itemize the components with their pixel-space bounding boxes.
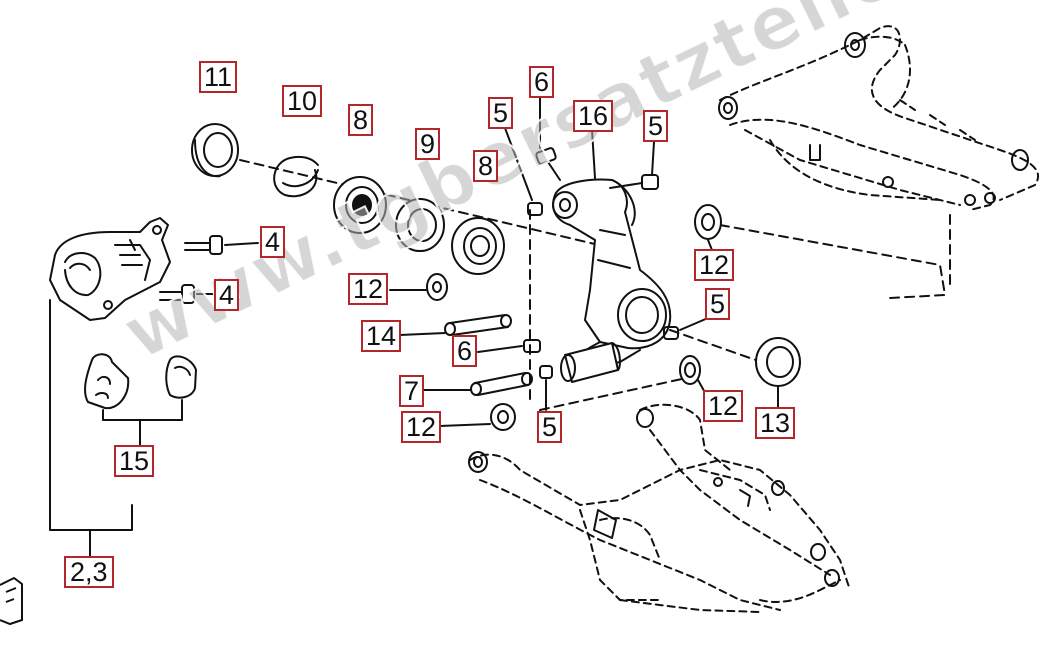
corner-logo	[0, 576, 23, 626]
callout-12b: 12	[694, 249, 735, 281]
callout-5d: 5	[537, 411, 563, 443]
bolt-6-lower	[477, 339, 541, 353]
callout-11: 11	[199, 61, 238, 93]
nut-5-right	[663, 317, 709, 340]
bolt-6-top	[535, 96, 561, 181]
caliper-bolts	[159, 235, 259, 304]
callout-5a: 5	[488, 97, 514, 129]
callout-7: 7	[399, 375, 425, 407]
callout-12d: 12	[703, 390, 744, 422]
pin-7	[419, 372, 533, 396]
callout-4a: 4	[260, 226, 286, 258]
nut-5-lower	[539, 365, 553, 411]
pin-14	[399, 314, 512, 336]
callout-15: 15	[114, 445, 155, 477]
seal-9	[395, 198, 445, 252]
upper-frame-bushings	[718, 32, 1029, 206]
brake-caliper	[49, 217, 171, 321]
oil-seal-11	[191, 123, 239, 178]
callout-8a: 8	[348, 104, 374, 136]
circlip-10	[273, 155, 319, 198]
knuckle-16	[552, 178, 672, 371]
leader-16	[591, 129, 596, 179]
bushing-12-upper	[694, 204, 722, 251]
bolt-5-top-right	[609, 141, 659, 190]
washer-12-lower	[439, 403, 516, 431]
swingarm-bushings	[468, 408, 840, 587]
callout-14: 14	[361, 320, 402, 352]
nut-5-left	[504, 127, 543, 216]
bearing-8b	[451, 217, 505, 275]
callout-5c: 5	[705, 288, 731, 320]
bracket-line	[49, 299, 133, 559]
callout-10: 10	[282, 85, 323, 117]
callout-8b: 8	[473, 150, 499, 182]
callout-5b: 5	[643, 110, 669, 142]
callout-2-3: 2,3	[64, 556, 114, 588]
callout-6b: 6	[452, 335, 478, 367]
callout-4b: 4	[214, 279, 240, 311]
callout-16: 16	[573, 100, 614, 132]
callout-12a: 12	[348, 273, 389, 305]
spacer-bushing	[560, 342, 621, 383]
callout-13: 13	[755, 407, 796, 439]
bearing-8a	[333, 176, 387, 234]
callout-6a: 6	[529, 66, 555, 98]
lower-swingarm	[469, 403, 851, 613]
callout-12c: 12	[401, 411, 442, 443]
upper-frame	[719, 25, 1040, 211]
brake-pads	[84, 353, 197, 446]
seal-13	[755, 337, 801, 409]
callout-9: 9	[415, 128, 441, 160]
washer-12-left	[389, 273, 448, 301]
